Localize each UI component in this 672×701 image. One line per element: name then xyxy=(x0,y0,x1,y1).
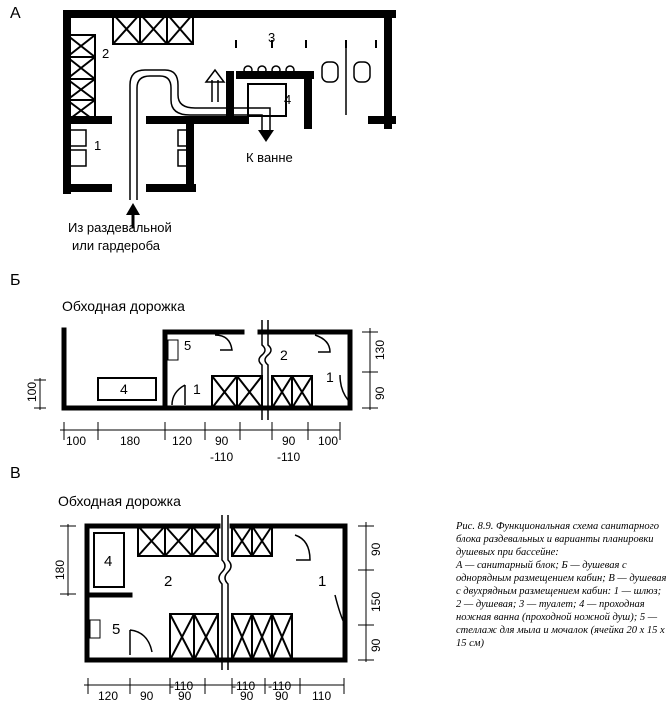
section-b-dim-2: 180 xyxy=(120,434,140,448)
section-b-room-2: 2 xyxy=(280,347,288,363)
section-b-break2 xyxy=(264,320,272,420)
section-v-door2 xyxy=(294,534,311,561)
section-a-room-1: 1 xyxy=(94,138,101,153)
section-b-walls xyxy=(61,327,353,411)
section-v-dim-6: 90 xyxy=(275,689,289,701)
section-b-dim-3: 120 xyxy=(172,434,192,448)
section-v-shelf xyxy=(89,619,101,639)
section-b-letter: Б xyxy=(10,272,21,289)
caption-title: Рис. 8.9. Функциональная схема санитарно… xyxy=(456,521,659,558)
section-b-foot-bath xyxy=(97,377,157,401)
section-v-plan: В Обходная дорожка 4 2 1 5 xyxy=(10,465,383,701)
section-a-flow-path xyxy=(129,69,271,200)
section-v-dim-1: 120 xyxy=(98,689,118,701)
section-a-from-line2: или гардероба xyxy=(72,238,161,253)
section-v-room-4: 4 xyxy=(104,553,112,570)
section-b-door4 xyxy=(339,374,349,401)
section-v-room-1: 1 xyxy=(318,573,326,590)
section-b-dim-8: 100 xyxy=(318,434,338,448)
section-v-dim-9: -110 xyxy=(268,679,291,693)
section-a-foot-bath xyxy=(247,83,287,117)
section-b-dim-right-1: 130 xyxy=(373,340,387,360)
section-v-break xyxy=(218,515,226,670)
caption-legend: А — санитарный блок; Б — душевая с однор… xyxy=(456,560,667,649)
section-b-shelf xyxy=(167,339,179,361)
section-v-dim-left: 180 xyxy=(53,560,67,580)
section-b-dim-right-2: 90 xyxy=(373,386,387,400)
section-v-dim-2: 90 xyxy=(140,689,154,701)
section-v-bypass: Обходная дорожка xyxy=(58,493,181,509)
section-a-toilets xyxy=(235,40,377,115)
section-b-break xyxy=(258,320,266,420)
section-a-in-arrow xyxy=(126,203,140,215)
section-v-cabins xyxy=(137,525,293,661)
section-b-dim-5: -110 xyxy=(210,450,233,464)
section-b-dim-1: 100 xyxy=(66,434,86,448)
section-a-to-bath: К ванне xyxy=(246,150,293,165)
section-a-sinks xyxy=(69,129,191,167)
section-v-dim-7: 110 xyxy=(312,689,331,701)
section-b-room-1a: 1 xyxy=(193,381,201,397)
section-v-dim-lines xyxy=(60,522,374,694)
section-v-letter: В xyxy=(10,465,21,482)
section-v-break2 xyxy=(224,515,232,670)
section-b-door2 xyxy=(214,334,233,351)
section-a-down-arrow xyxy=(258,130,274,142)
section-v-walls xyxy=(84,523,348,663)
section-b-door xyxy=(171,384,186,406)
section-b-dim-lines xyxy=(34,328,378,440)
section-a-letter: А xyxy=(10,5,21,22)
section-b-plan: Б Обходная дорожка 5 2 4 xyxy=(10,272,387,464)
section-v-dim-right-2: 150 xyxy=(369,592,383,612)
section-b-door3 xyxy=(314,334,331,353)
section-v-door3 xyxy=(334,594,346,626)
section-a-shower-grid xyxy=(66,13,194,122)
section-v-room-5: 5 xyxy=(112,621,120,638)
section-v-foot-bath xyxy=(93,532,125,588)
section-v-dim-right-3: 90 xyxy=(369,638,383,652)
section-b-dim-7: -110 xyxy=(277,450,300,464)
section-a-room-3: 3 xyxy=(268,30,275,45)
section-v-room-2: 2 xyxy=(164,573,172,590)
section-b-dim-left: 100 xyxy=(25,382,39,402)
figure-caption: Рис. 8.9. Функциональная схема санитарно… xyxy=(456,520,668,650)
section-b-room-4: 4 xyxy=(120,381,128,397)
section-a-room-4: 4 xyxy=(284,92,291,107)
section-a-plan: А xyxy=(10,5,396,253)
section-a-up-arrow xyxy=(204,68,226,83)
section-b-room-5: 5 xyxy=(184,338,191,353)
section-b-bypass: Обходная дорожка xyxy=(62,298,185,314)
section-v-door xyxy=(129,629,153,655)
section-a-from-line1: Из раздевальной xyxy=(68,220,172,235)
section-b-dim-4: 90 xyxy=(215,434,229,448)
section-a-room-2: 2 xyxy=(102,46,109,61)
section-v-dim-right-1: 90 xyxy=(369,542,383,556)
section-b-room-1b: 1 xyxy=(326,369,334,385)
section-v-dim-4: -110 xyxy=(170,679,193,693)
section-b-cabins xyxy=(211,375,313,409)
section-v-dim-8: -110 xyxy=(232,679,255,693)
section-v-dim-5: 90 xyxy=(240,689,254,701)
section-b-dim-6: 90 xyxy=(282,434,296,448)
section-v-dim-3: 90 xyxy=(178,689,192,701)
